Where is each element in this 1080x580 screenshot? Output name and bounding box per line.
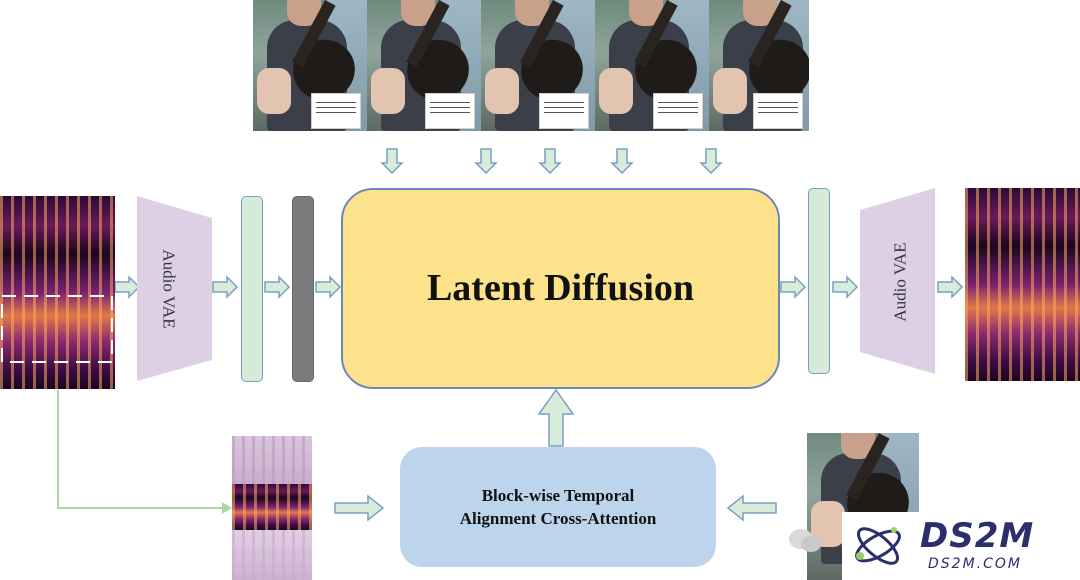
arrow-left-to-attention	[726, 494, 777, 522]
video-frame-3	[481, 0, 595, 131]
cropped-spectrogram	[232, 436, 312, 580]
arrow-right-5	[780, 276, 806, 298]
music-score-icon	[539, 93, 589, 129]
watermark-brand: DS2M	[920, 516, 1035, 556]
arrow-down-3	[539, 148, 561, 174]
ds2m-logo-icon	[855, 527, 901, 565]
video-frames-strip	[253, 0, 809, 131]
latent-diffusion-label: Latent Diffusion	[426, 267, 695, 309]
arrow-right-4	[315, 276, 341, 298]
music-score-icon	[653, 93, 703, 129]
video-frame-1	[253, 0, 367, 131]
arrow-right-2	[212, 276, 238, 298]
cross-attention-block	[400, 447, 716, 567]
music-score-icon	[425, 93, 475, 129]
chat-bubble-icon	[789, 529, 821, 552]
arrow-right-to-attention	[334, 494, 385, 522]
music-score-icon	[311, 93, 361, 129]
cross-attention-line-1: Block-wise Temporal	[481, 486, 635, 505]
music-score-icon	[753, 93, 803, 129]
latent-bar-output	[808, 188, 830, 374]
video-frame-4	[595, 0, 709, 131]
decoder-vae-shape	[860, 188, 935, 374]
input-spectrogram	[0, 196, 115, 389]
latent-diffusion-block	[341, 188, 780, 389]
arrow-right-7	[937, 276, 963, 298]
arrow-up-attention	[537, 388, 575, 447]
arrow-down-2	[475, 148, 497, 174]
arrow-down-1	[381, 148, 403, 174]
cross-attention-line-2: Alignment Cross-Attention	[459, 509, 657, 528]
video-frame-5	[709, 0, 809, 131]
latent-bar-input	[241, 196, 263, 382]
cross-attention-label: Block-wise Temporal Alignment Cross-Atte…	[400, 484, 716, 530]
arrow-down-5	[700, 148, 722, 174]
crop-window-marker	[1, 295, 113, 363]
video-frame-2	[367, 0, 481, 131]
watermark-domain: DS2M.COM	[928, 556, 1022, 572]
output-spectrogram	[965, 188, 1080, 381]
arrow-right-1	[114, 276, 140, 298]
encoder-vae-shape	[137, 196, 212, 381]
watermark: DS2M DS2M.COM	[842, 512, 1080, 580]
arrow-right-3	[264, 276, 290, 298]
crop-connector-line	[57, 390, 222, 509]
arrow-down-4	[611, 148, 633, 174]
decoder-vae-label: Audio VAE	[890, 242, 910, 322]
arrow-right-6	[832, 276, 858, 298]
latent-bar-masked	[292, 196, 314, 382]
encoder-vae-label: Audio VAE	[159, 249, 179, 329]
